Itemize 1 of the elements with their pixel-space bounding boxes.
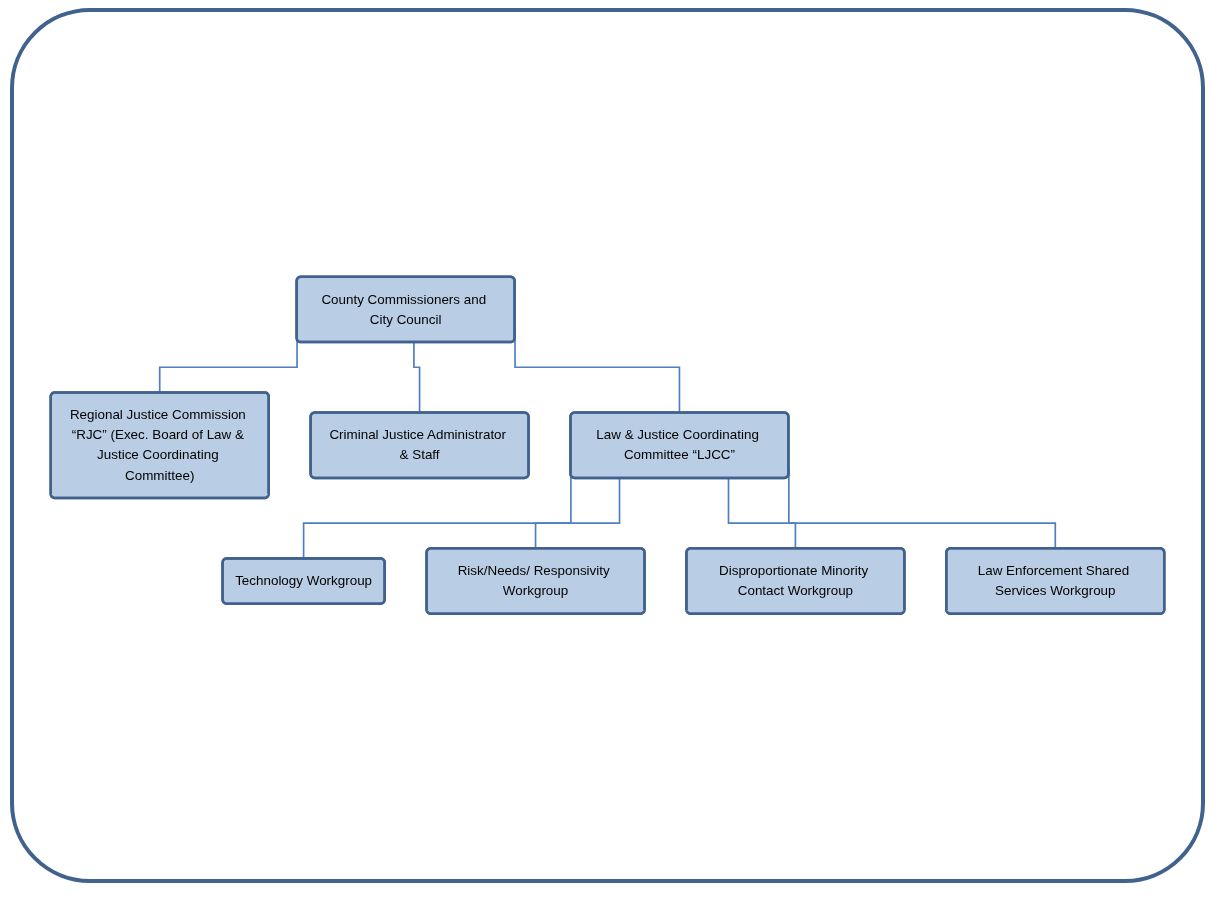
- rounded-frame: County Commissioners and City Council Regional Justice Commission “RJC” (Exec. Board of Law & Justice Coordinating Committee) Criminal Justice Administrator & Staff Law & Justice Coordinating Committee “LJCC” Technology Workgroup Risk/Needs/ Responsivity Workgroup Disproportionate Minority Contact Workgroup Law Enforcement Shared Services Workgroup: [10, 8, 1205, 883]
